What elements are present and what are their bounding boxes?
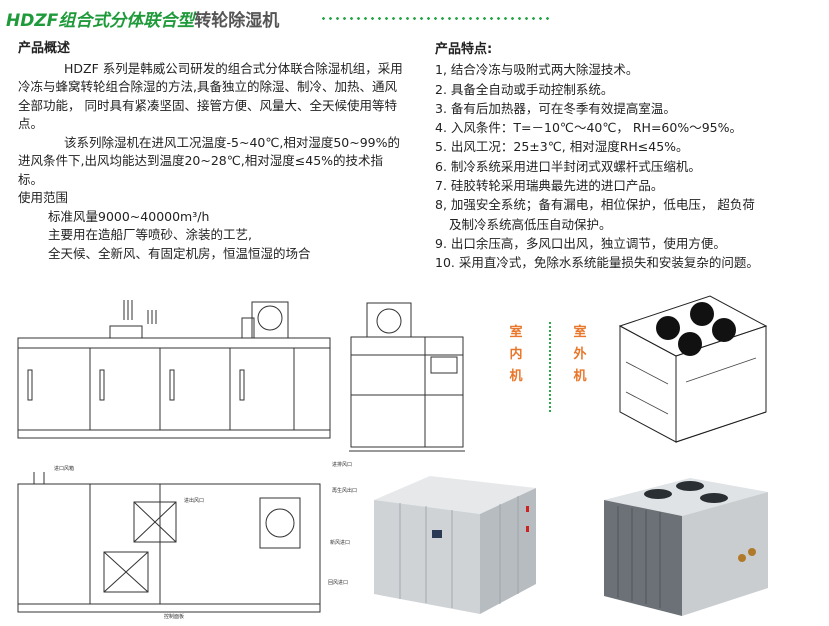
indoor-label-char: 内 — [509, 347, 523, 362]
features-title: 产品特点: — [435, 42, 493, 57]
title-dotted-rule — [320, 17, 550, 20]
feature-item-continued: 及制冷系统高低压自动保护。 — [449, 216, 612, 232]
unit-divider — [549, 322, 551, 412]
title-part1: HDZF组合式分体联合型 — [6, 11, 195, 31]
side-elevation-drawing — [349, 302, 465, 452]
outdoor-label-char: 外 — [573, 347, 587, 362]
drawing-label: 再生风出口 — [332, 487, 357, 494]
feature-item: 7. 硅胶转轮采用瑞典最先进的进口产品。 — [435, 178, 664, 194]
drawing-label: 进出风口 — [184, 497, 204, 504]
outdoor-unit-photo — [604, 478, 768, 616]
drawing-label: 控制面板 — [164, 613, 184, 620]
drawing-label: 进排风口 — [332, 461, 352, 468]
overview-title: 产品概述 — [18, 41, 71, 56]
drawing-label: 新风进口 — [330, 539, 350, 546]
overview-paragraph-2: 该系列除湿机在进风工况温度-5~40℃,相对湿度50~99%的进风条件下,出风均… — [18, 134, 401, 187]
drawing-label: 回风进口 — [328, 579, 348, 586]
indoor-label-char: 室 — [509, 325, 523, 340]
outdoor-unit-drawing — [618, 295, 768, 443]
feature-item: 8, 加强安全系统；备有漏电，相位保护，低电压， 超负荷 — [435, 197, 755, 213]
feature-item: 3. 备有后加热器，可在冬季有效提高室温。 — [435, 100, 676, 116]
header: HDZF组合式分体联合型转轮除湿机 — [2, 2, 562, 32]
indoor-unit-label: 室 内 机 — [508, 322, 524, 388]
feature-item: 9. 出口余压高，多风口出风，独立调节，使用方便。 — [435, 235, 726, 251]
usage-title: 使用范围 — [18, 190, 69, 205]
usage-item-2: 主要用在造船厂等喷砂、涂装的工艺, — [48, 227, 252, 242]
drawing-label: 进口风箱 — [54, 465, 74, 472]
outdoor-label-char: 室 — [573, 325, 587, 340]
overview-section: 产品概述 HDZF 系列是韩威公司研发的组合式分体联合除湿机组，采用冷冻与蜂窝转… — [18, 40, 408, 263]
outdoor-label-char: 机 — [573, 369, 587, 384]
title-part2: 转轮除湿机 — [194, 11, 280, 31]
feature-item: 6. 制冷系统采用进口半封闭式双螺杆式压缩机。 — [435, 158, 701, 174]
indoor-label-char: 机 — [509, 369, 523, 384]
features-section: 产品特点: 1, 结合冷冻与吸附式两大除湿技术。 2. 具备全自动或手动控制系统… — [435, 40, 825, 273]
feature-item: 10. 采用直冷式，免除水系统能量损失和安装复杂的问题。 — [435, 255, 759, 271]
feature-item: 4. 入风条件：T=－10℃～40℃， RH=60%～95%。 — [435, 120, 742, 136]
feature-item: 1, 结合冷冻与吸附式两大除湿技术。 — [435, 62, 639, 78]
overview-paragraph-1: HDZF 系列是韩威公司研发的组合式分体联合除湿机组，采用冷冻与蜂窝转轮组合除湿… — [18, 60, 403, 132]
usage-item-1: 标准风量9000~40000m³/h — [48, 208, 210, 224]
usage-item-3: 全天候、全新风、有固定机房，恒温恒湿的场合 — [48, 245, 311, 261]
plan-view-drawing: 进口风箱 进出风口 进排风口 再生风出口 新风进口 回风进口 控制面板 — [17, 461, 357, 620]
indoor-unit-photo — [374, 476, 536, 614]
front-elevation-drawing — [17, 300, 331, 439]
page-title: HDZF组合式分体联合型转轮除湿机 — [6, 6, 279, 31]
feature-item: 5. 出风工况：25±3℃, 相对湿度RH≤45%。 — [435, 139, 689, 155]
feature-item: 2. 具备全自动或手动控制系统。 — [435, 81, 614, 97]
outdoor-unit-label: 室 外 机 — [572, 322, 588, 388]
